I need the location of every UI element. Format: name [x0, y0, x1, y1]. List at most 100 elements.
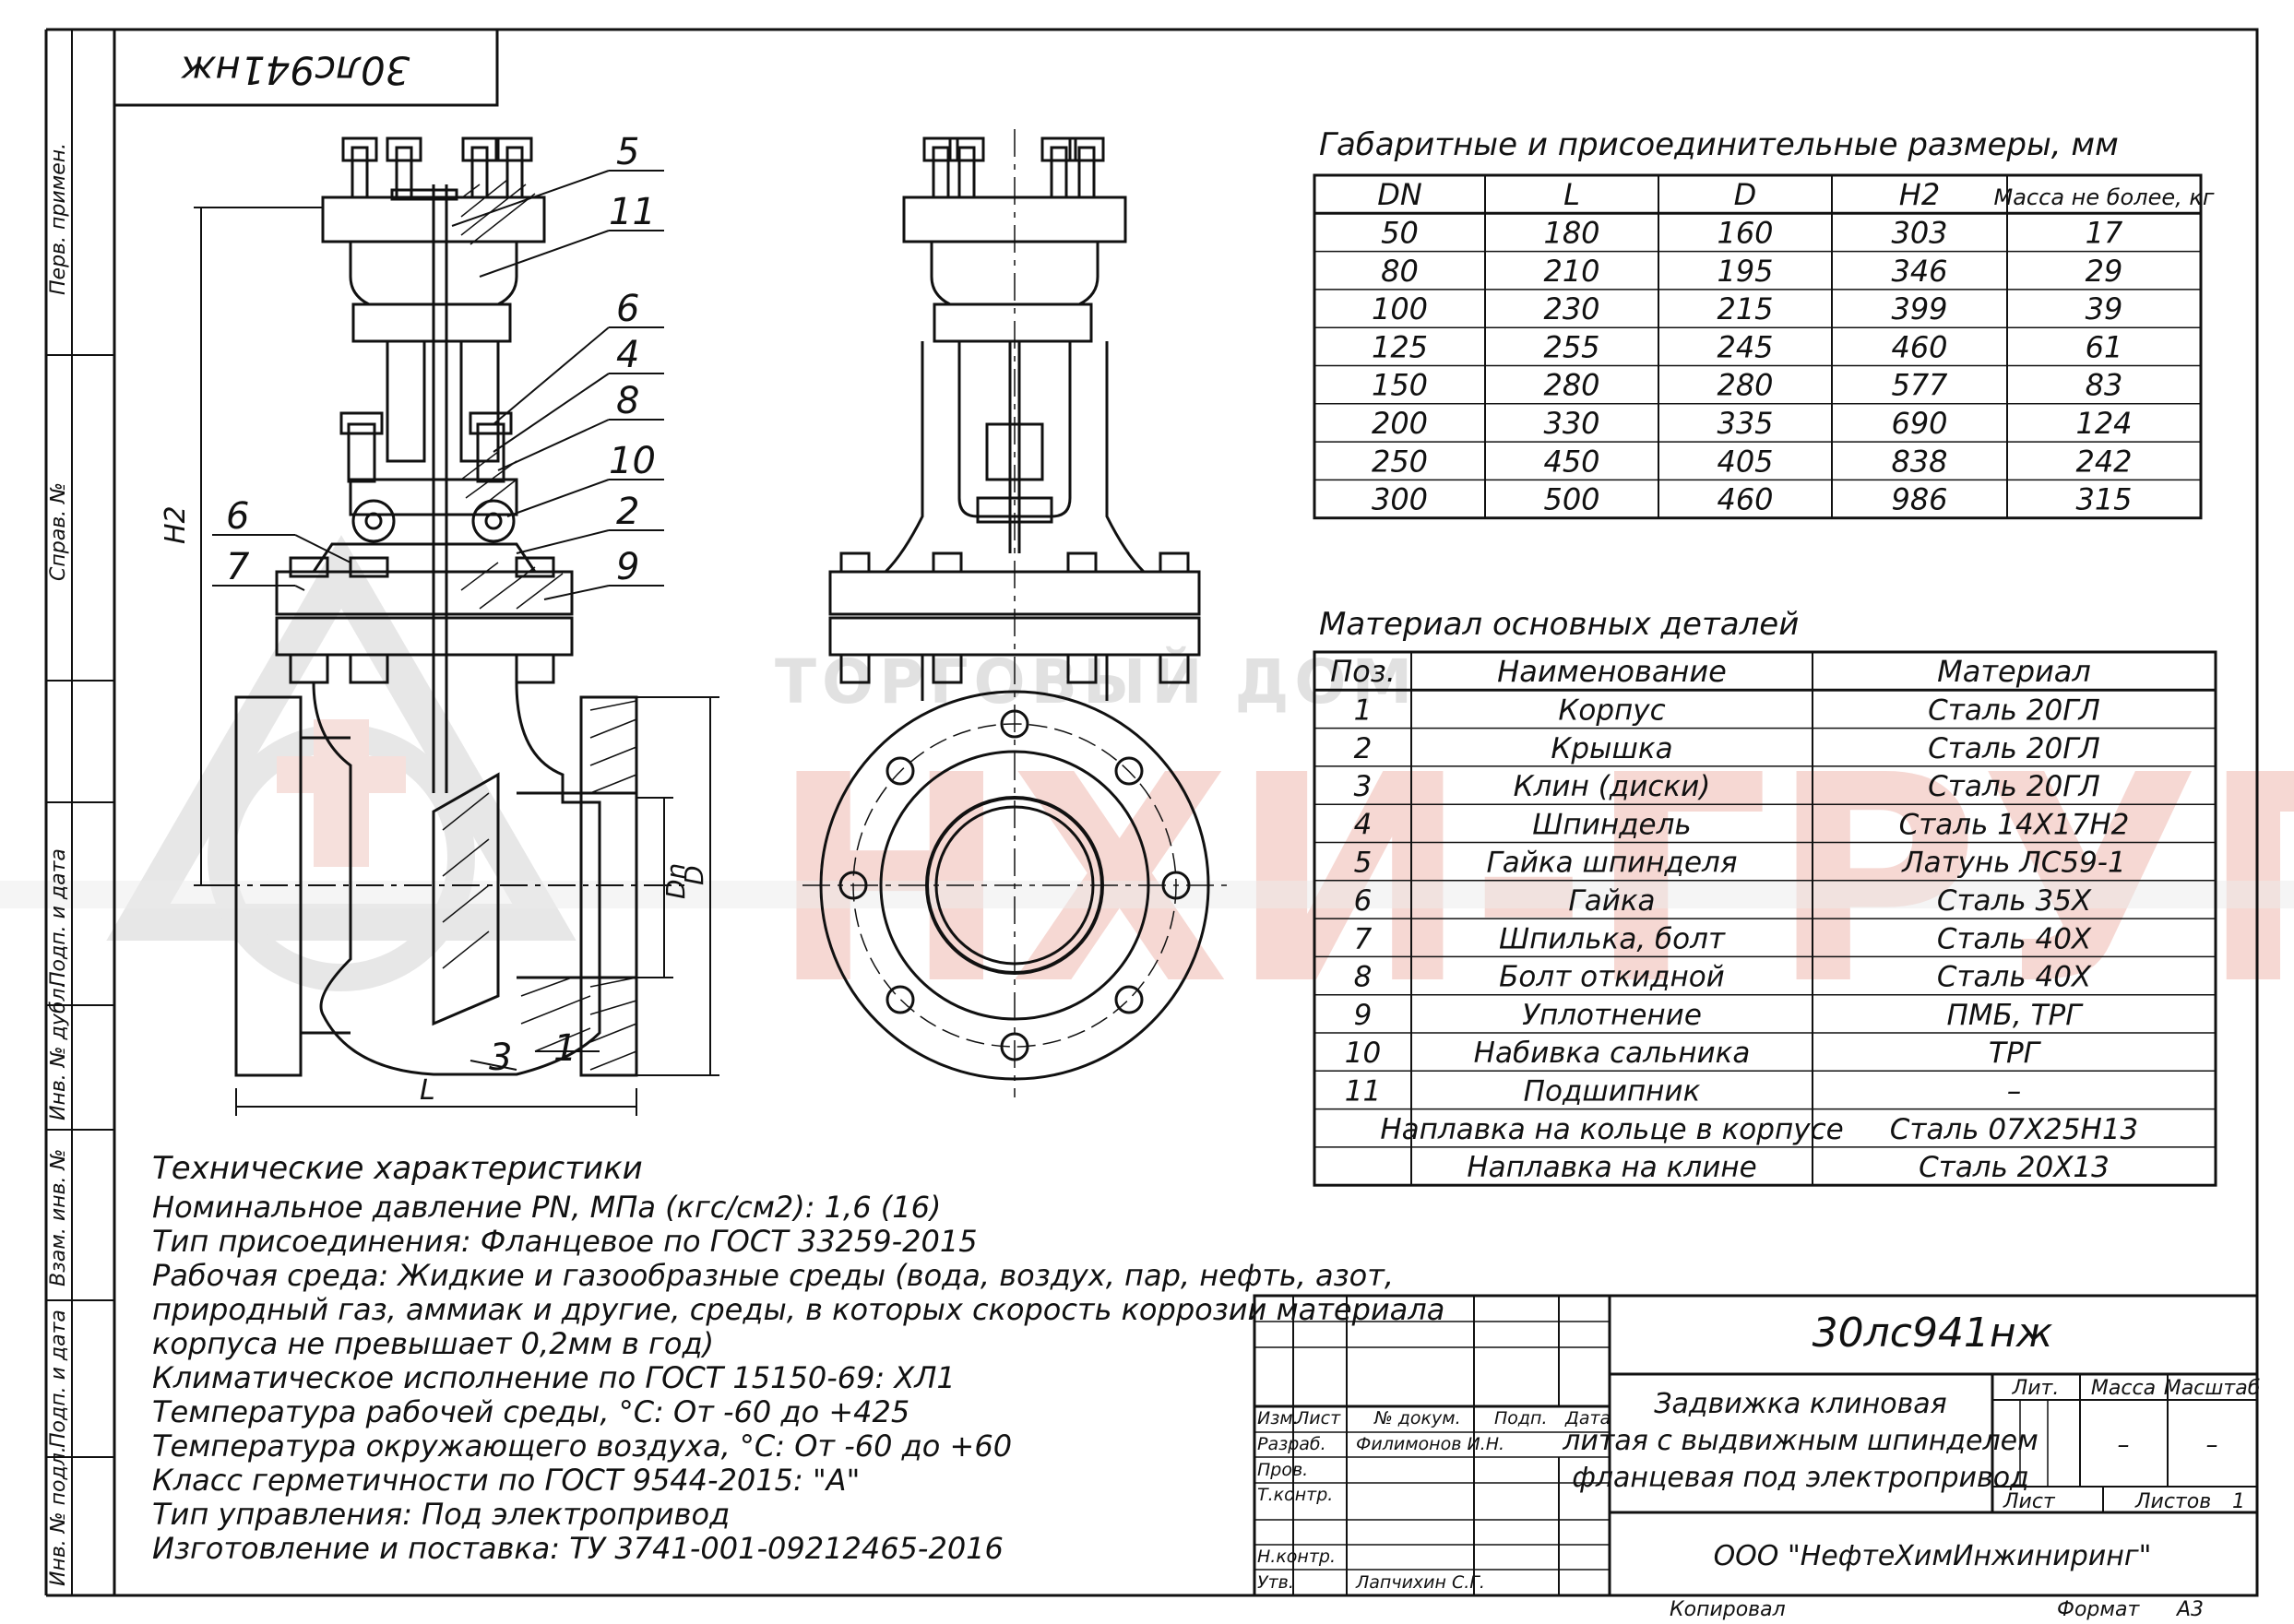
watermark-logo-icon — [106, 535, 576, 991]
dims_table-cell: 80 — [1381, 254, 1419, 289]
dims_table-header-cell: Масса не более, кг — [1994, 184, 2215, 210]
dims_table-cell: 405 — [1717, 444, 1773, 479]
strip-inv-podl: Инв. № подл. — [47, 1446, 70, 1586]
dims_table-cell: 150 — [1372, 368, 1428, 403]
mat_table-cell: 4 — [1354, 808, 1373, 841]
dims_table-cell: 195 — [1717, 254, 1773, 289]
mat_table-cell: Наплавка на кольце в корпусе — [1380, 1113, 1843, 1146]
tb-role-prov: Пров. — [1257, 1460, 1308, 1480]
callout-6-top: 6 — [616, 288, 639, 330]
mat_table-cell: Сталь 07Х25Н13 — [1890, 1113, 2139, 1146]
tech-line: Температура рабочей среды, °С: От -60 до… — [152, 1394, 909, 1429]
dims_table-cell: 500 — [1543, 482, 1599, 517]
dim-d: D — [679, 865, 709, 885]
tb-listov-val: 1 — [2232, 1490, 2245, 1513]
dims_table-cell: 986 — [1891, 482, 1947, 517]
dims_table-cell: 215 — [1717, 291, 1773, 326]
tech-line: Рабочая среда: Жидкие и газообразные сре… — [152, 1258, 1394, 1293]
tb-code: 30лс941нж — [1813, 1310, 2053, 1357]
callout-2: 2 — [616, 491, 639, 533]
mat_table-cell: Клин (диски) — [1514, 770, 1711, 803]
tb-format-val: А3 — [2175, 1598, 2204, 1621]
left-strip: Перв. примен. Справ. № Подп. и дата Инв.… — [47, 143, 70, 1586]
mat_table-cell: Сталь 35Х — [1937, 884, 2092, 918]
strip-podp-data-1: Подп. и дата — [47, 848, 70, 987]
dims_table-header-cell: DN — [1377, 177, 1422, 212]
mat_table-header-cell: Материал — [1937, 654, 2091, 689]
dims_table-cell: 160 — [1717, 216, 1773, 251]
callout-leaders — [212, 170, 664, 1071]
mat_table-cell: Гайка шпинделя — [1486, 847, 1737, 880]
mat_table-cell: Сталь 20ГЛ — [1928, 770, 2100, 803]
mat_table-cell: Сталь 20Х13 — [1919, 1151, 2110, 1184]
strip-vzam-inv: Взам. инв. № — [47, 1149, 70, 1286]
mat_table-cell: Сталь 40Х — [1937, 922, 2092, 955]
mat_table-cell: 11 — [1345, 1075, 1381, 1108]
tb-lit: Лит. — [2012, 1377, 2060, 1400]
tb-role-nkontr: Н.контр. — [1257, 1547, 1336, 1567]
dims_table-cell: 460 — [1717, 482, 1773, 517]
dims_table-cell: 315 — [2075, 482, 2132, 517]
mat_table-cell: Корпус — [1558, 694, 1665, 728]
title-block — [1253, 1294, 2259, 1597]
tb-ndokum: № докум. — [1373, 1408, 1461, 1428]
mat_table-cell: Сталь 20ГЛ — [1928, 732, 2100, 765]
callout-11: 11 — [609, 191, 656, 233]
dims_table-cell: 460 — [1891, 329, 1947, 364]
dims_table-cell: 125 — [1372, 329, 1428, 364]
tb-company: ООО "НефтеХимИнжиниринг" — [1714, 1540, 2152, 1572]
sheet-frame — [44, 28, 2259, 1597]
callout-6-left: 6 — [226, 495, 249, 538]
dims_table-cell: 200 — [1372, 406, 1428, 441]
callout-8: 8 — [616, 380, 639, 422]
tb-data: Дата — [1564, 1408, 1611, 1428]
dims_table-header-cell: H2 — [1899, 177, 1940, 212]
mat_table-cell: Уплотнение — [1522, 999, 1702, 1032]
tb-name-2: литая с выдвижным шпинделем — [1562, 1425, 2038, 1457]
tb-massa-val: – — [2118, 1431, 2130, 1459]
tb-name-1: Задвижка клиновая — [1654, 1388, 1946, 1420]
tech-title: Технические характеристики — [152, 1150, 643, 1187]
dims_table-cell: 180 — [1543, 216, 1599, 251]
mat_table-header-cell: Наименование — [1497, 654, 1727, 689]
mat_table-cell: Гайка — [1568, 884, 1655, 918]
tech-line: корпуса не превышает 0,2мм в год) — [152, 1326, 714, 1361]
mat_table-cell: – — [2007, 1075, 2022, 1108]
dims_table-cell: 303 — [1891, 216, 1947, 251]
dims_table-cell: 242 — [2075, 444, 2132, 479]
mat_table-cell: Наплавка на клине — [1467, 1151, 1756, 1184]
dims_table-cell: 61 — [2086, 329, 2123, 364]
mat_table-cell: Крышка — [1551, 732, 1672, 765]
mat_table-cell: 2 — [1354, 732, 1373, 765]
mat_table-cell: Сталь 14Х17Н2 — [1899, 808, 2130, 841]
dims_table-cell: 250 — [1372, 444, 1428, 479]
mat_table-cell: Латунь ЛС59-1 — [1901, 847, 2125, 880]
valve-section-view — [234, 136, 638, 1077]
tb-massa: Масса — [2091, 1377, 2156, 1400]
dims_table-cell: 450 — [1543, 444, 1599, 479]
dimensions — [194, 207, 719, 1116]
tech-line: Тип управления: Под электропривод — [152, 1497, 730, 1532]
callout-9: 9 — [616, 546, 639, 588]
tb-format: Формат — [2057, 1598, 2140, 1621]
callout-1: 1 — [553, 1027, 576, 1070]
callout-3: 3 — [489, 1037, 512, 1079]
dims_table-cell: 39 — [2086, 291, 2123, 326]
dims_table-cell: 17 — [2086, 216, 2123, 251]
dims_table-cell: 280 — [1717, 368, 1773, 403]
tb-name-utv: Лапчихин С.Г. — [1355, 1572, 1485, 1593]
mat_table-cell: 3 — [1354, 770, 1373, 803]
tb-name-razrab: Филимонов И.Н. — [1356, 1434, 1504, 1454]
mat_table-cell: Набивка сальника — [1474, 1037, 1751, 1070]
tech-line: Тип присоединения: Фланцевое по ГОСТ 332… — [152, 1224, 978, 1259]
dims_table-cell: 100 — [1372, 291, 1428, 326]
dims_table-cell: 245 — [1717, 329, 1773, 364]
tb-masshtab: Масштаб — [2164, 1377, 2261, 1400]
dims_table-cell: 50 — [1381, 216, 1419, 251]
mat_table-cell: 8 — [1354, 961, 1373, 994]
dims_table-cell: 399 — [1891, 291, 1947, 326]
dim-dn: Dn — [660, 863, 691, 899]
dims_table-header-cell: L — [1563, 177, 1580, 212]
